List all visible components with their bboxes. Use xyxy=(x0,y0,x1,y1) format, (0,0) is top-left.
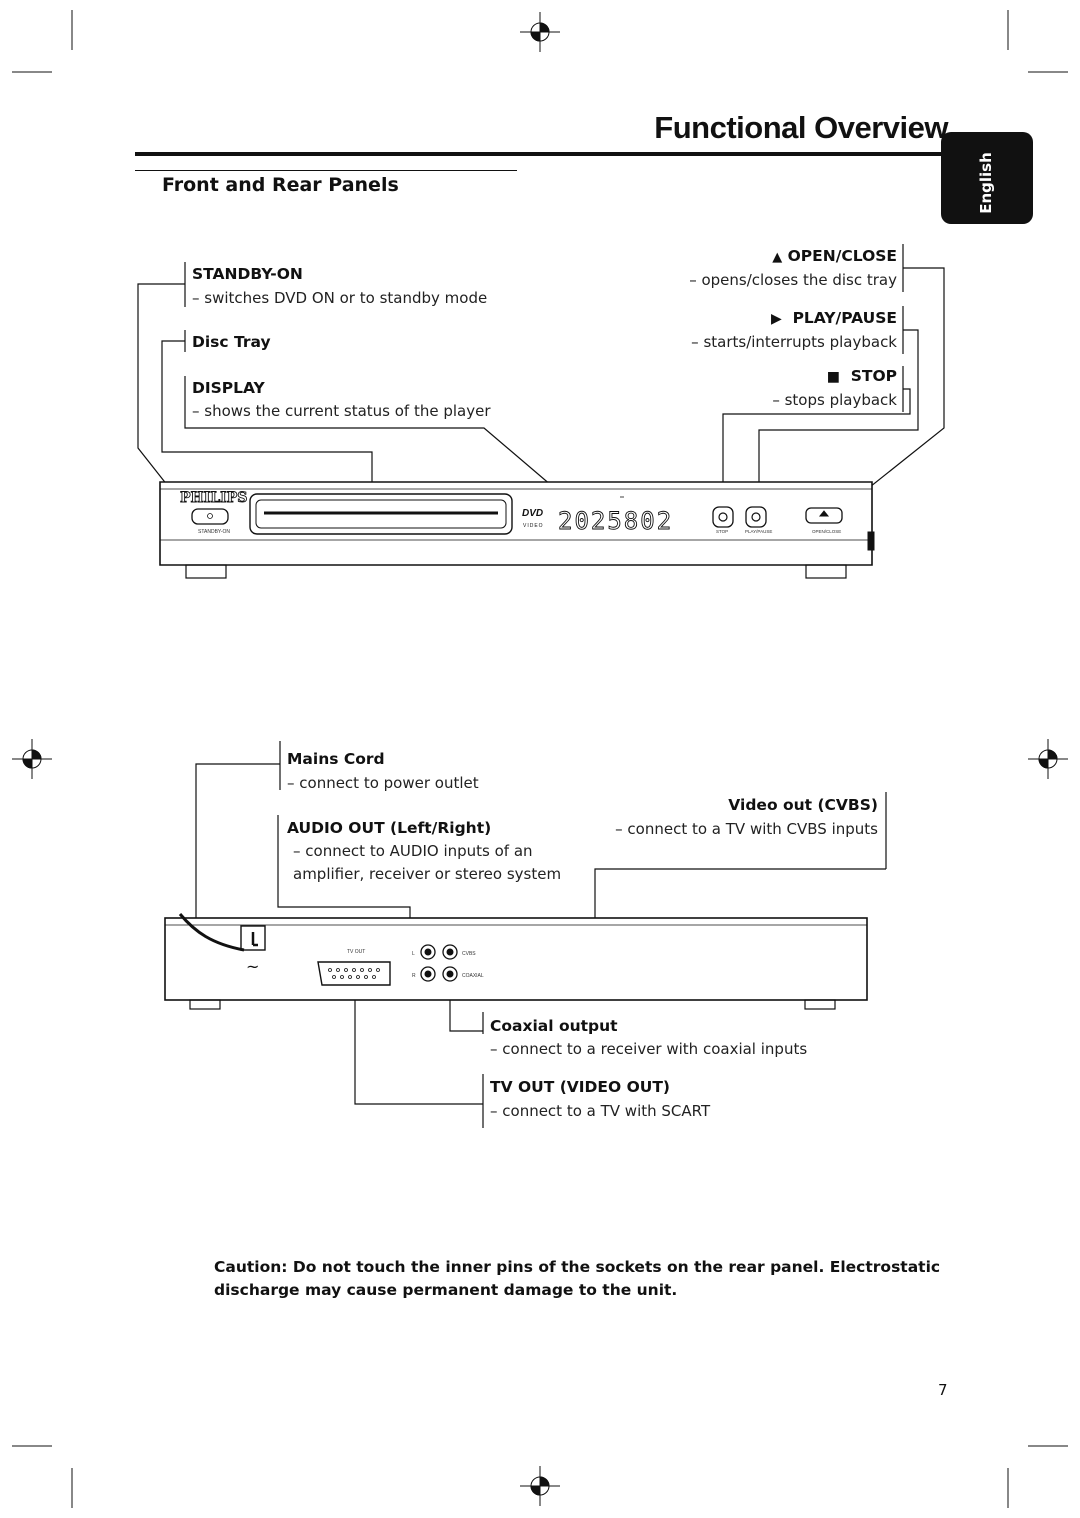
scart-caption: TV OUT xyxy=(347,949,365,955)
audio-out-desc-1: – connect to AUDIO inputs of an xyxy=(293,842,533,860)
play-button-caption: PLAY/PAUSE xyxy=(745,529,772,534)
standby-button-caption: STANDBY-ON xyxy=(198,529,230,535)
mains-label: Mains Cord xyxy=(287,750,385,768)
crop-marks xyxy=(12,10,1068,1508)
disc-tray-label: Disc Tray xyxy=(192,333,271,351)
display-label: DISPLAY xyxy=(192,379,265,397)
coaxial-jack-caption: COAXIAL xyxy=(462,973,484,979)
tv-out-label: TV OUT (VIDEO OUT) xyxy=(490,1078,670,1096)
open-close-label: ▲ OPEN/CLOSE xyxy=(772,247,897,265)
registration-mark-left xyxy=(12,739,52,779)
mains-desc: – connect to power outlet xyxy=(287,774,479,792)
dvd-logo-sub: VIDEO xyxy=(523,523,544,529)
language-tab: English xyxy=(941,132,1033,224)
section-heading: Front and Rear Panels xyxy=(162,174,399,196)
dvd-logo: DVD xyxy=(522,508,543,519)
front-callout-lines xyxy=(137,244,945,515)
page-number: 7 xyxy=(938,1381,948,1399)
stop-label: ■ STOP xyxy=(826,367,897,385)
eject-icon: ▲ xyxy=(772,250,783,265)
registration-mark-top xyxy=(520,12,560,52)
stop-desc: – stops playback xyxy=(772,391,897,409)
stop-button-caption: STOP xyxy=(716,529,728,534)
page-title: Functional Overview xyxy=(654,110,948,145)
front-display-readout: 2025802 xyxy=(558,507,673,535)
video-out-label: Video out (CVBS) xyxy=(728,796,878,814)
title-rule xyxy=(135,152,947,156)
play-pause-label: ▶ PLAY/PAUSE xyxy=(770,309,897,327)
ac-symbol: ~ xyxy=(246,957,259,976)
play-pause-desc: – starts/interrupts playback xyxy=(691,333,897,351)
coaxial-desc: – connect to a receiver with coaxial inp… xyxy=(490,1040,808,1058)
brand-logo: PHILIPS xyxy=(180,490,247,506)
left-jack-caption: L xyxy=(412,951,415,957)
stop-icon: ■ xyxy=(826,369,840,385)
dvd-player-front xyxy=(159,481,875,579)
display-desc: – shows the current status of the player xyxy=(192,402,491,420)
coaxial-label: Coaxial output xyxy=(490,1017,618,1035)
registration-mark-bottom xyxy=(520,1466,560,1506)
standby-desc: – switches DVD ON or to standby mode xyxy=(192,289,488,307)
section-rule xyxy=(135,170,517,171)
standby-label: STANDBY-ON xyxy=(192,265,303,283)
open-close-desc: – opens/closes the disc tray xyxy=(689,271,897,289)
registration-mark-right xyxy=(1028,739,1068,779)
cvbs-jack-caption: CVBS xyxy=(462,951,476,957)
audio-out-label: AUDIO OUT (Left/Right) xyxy=(287,819,492,837)
dvd-player-rear xyxy=(164,913,868,1010)
right-jack-caption: R xyxy=(412,973,416,979)
caution-note: Caution: Do not touch the inner pins of … xyxy=(214,1258,941,1299)
tv-out-desc: – connect to a TV with SCART xyxy=(490,1102,711,1120)
open-button-caption: OPEN/CLOSE xyxy=(812,529,841,534)
video-out-desc: – connect to a TV with CVBS inputs xyxy=(615,820,878,838)
audio-out-desc-2: amplifier, receiver or stereo system xyxy=(293,865,562,883)
play-icon: ▶ xyxy=(770,311,782,327)
